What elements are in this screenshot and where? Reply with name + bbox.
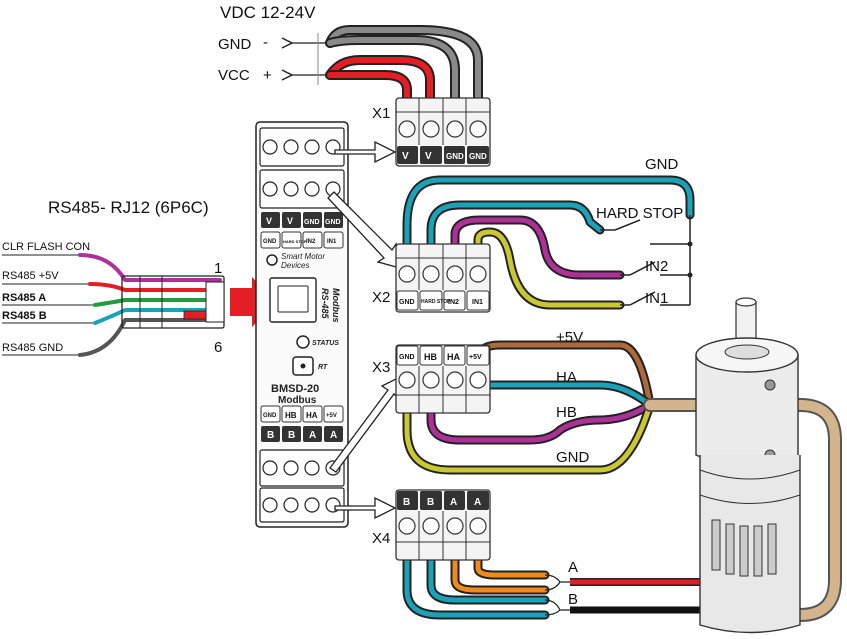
switches: GND HARD STOP IN2 IN1 xyxy=(596,156,693,307)
x1-pin-2: V xyxy=(425,151,432,162)
rs485-line-clr: CLR FLASH CON xyxy=(2,241,90,253)
x3-pin-1: GND xyxy=(399,354,415,361)
x3-pin-2: HB xyxy=(424,352,437,362)
x2-pin-1: GND xyxy=(399,299,415,306)
rs485-line-a: RS485 A xyxy=(2,292,46,304)
hard-stop-switch xyxy=(614,219,641,231)
model-line-1: BMSD-20 xyxy=(271,383,319,395)
device-motor-pin-1: B xyxy=(267,430,274,441)
x3-pin-4: +5V xyxy=(469,354,482,361)
power-wires xyxy=(325,25,483,105)
enc-wire-hb-label: HB xyxy=(556,404,577,421)
x1-pin-3: GND xyxy=(446,152,464,161)
gnd-input-chevron xyxy=(281,37,294,49)
power-vcc-sign: + xyxy=(263,67,272,84)
arrow-to-x1 xyxy=(334,140,397,164)
control-wires xyxy=(402,175,695,310)
enc-wire-gnd-label: GND xyxy=(556,449,590,466)
switch-hard-stop-label: HARD STOP xyxy=(596,205,683,222)
rs485-line-labels: CLR FLASH CON RS485 +5V RS485 A RS485 B … xyxy=(2,241,90,354)
connector-x1: X1 V V GND GND xyxy=(372,97,491,167)
device-top-pin-1: V xyxy=(266,216,272,226)
rs485-line-5v: RS485 +5V xyxy=(2,270,59,282)
brand-logo-icon xyxy=(266,254,278,266)
device-motor-pin-3: A xyxy=(309,430,316,441)
power-gnd-sign: - xyxy=(263,34,268,51)
enc-wire-5v-label: +5V xyxy=(556,329,583,346)
motor-body xyxy=(699,455,801,634)
in1-switch xyxy=(629,291,656,306)
bldc-motor xyxy=(643,297,842,634)
power-vcc-label: VCC xyxy=(218,67,250,84)
switch-gnd-label: GND xyxy=(645,156,679,173)
x3-pin-3: HA xyxy=(447,352,460,362)
status-led-icon xyxy=(296,335,310,349)
brand-line-1: Smart Motor xyxy=(281,252,325,261)
x4-pin-3: A xyxy=(450,497,457,508)
device-top-pin-3: GND xyxy=(304,219,320,226)
device-ctrl-pin-3: IN2 xyxy=(306,239,316,245)
in2-switch xyxy=(629,261,656,276)
device-ctrl-pin-1: GND xyxy=(263,239,277,245)
device-motor-pin-2: B xyxy=(288,430,295,441)
arrow-to-x2 xyxy=(327,191,401,269)
device-bottom-terminals xyxy=(262,460,341,513)
rj12-plug: 1 6 xyxy=(121,260,225,356)
rs485-title: RS485- RJ12 (6P6C) xyxy=(48,198,209,217)
x4-pin-4: A xyxy=(474,497,481,508)
x1-label: X1 xyxy=(372,105,390,122)
device-ctrl-pin-4: IN1 xyxy=(327,239,337,245)
x2-pin-3: IN2 xyxy=(448,299,459,306)
x2-pin-4: IN1 xyxy=(472,299,483,306)
motor-wire-b-label: B xyxy=(568,591,578,608)
switch-in1-label: IN1 xyxy=(645,290,668,307)
device-motor-pin-4: A xyxy=(330,430,337,441)
device-top-pin-4: GND xyxy=(325,219,341,226)
connector-x2: X2 GND HARD STOP IN2 IN1 xyxy=(372,243,491,313)
rs485-line-gnd: RS485 GND xyxy=(2,342,63,354)
device-side-label-2: Modbus xyxy=(331,288,341,323)
connector-x4: X4 B B A A xyxy=(372,489,491,561)
x4-label: X4 xyxy=(372,530,390,547)
rt-label: RT xyxy=(318,364,328,371)
device-ctrl-pin-2: HARD STOP xyxy=(283,239,307,244)
power-title: VDC 12-24V xyxy=(220,3,316,22)
connector-x3: X3 GND HB HA +5V xyxy=(372,344,491,414)
x1-pin-1: V xyxy=(402,151,409,162)
motor-wires: A B xyxy=(402,555,712,620)
x1-pin-4: GND xyxy=(469,152,487,161)
rs485-line-b: RS485 B xyxy=(2,310,47,322)
switch-in2-label: IN2 xyxy=(645,258,668,275)
enc-wire-ha-label: HA xyxy=(556,369,577,386)
device-side-label-1: RS-485 xyxy=(320,288,330,320)
x4-pin-2: B xyxy=(427,497,434,508)
x4-pin-1: B xyxy=(403,497,410,508)
x2-label: X2 xyxy=(372,289,390,306)
device-enc-pin-2: HB xyxy=(285,411,297,420)
motor-wire-a-label: A xyxy=(568,559,578,576)
pointer-arrows xyxy=(327,140,403,520)
brand-line-2: Devices xyxy=(281,261,309,270)
rj12-pin-1: 1 xyxy=(214,260,222,277)
x3-label: X3 xyxy=(372,359,390,376)
device-enc-pin-4: +5V xyxy=(326,413,337,419)
bmsd-20-device: V V GND GND GND HARD STOP IN2 IN1 Smart … xyxy=(255,121,349,528)
device-enc-pin-1: GND xyxy=(263,413,277,419)
model-line-2: Modbus xyxy=(278,395,317,406)
x2-pin-2: HARD STOP xyxy=(421,299,451,305)
rs485-wires xyxy=(2,253,222,357)
status-label: STATUS xyxy=(312,340,339,347)
power-gnd-label: GND xyxy=(218,36,252,53)
arrow-to-x4 xyxy=(334,496,397,520)
device-top-terminals xyxy=(262,139,341,197)
device-enc-pin-3: HA xyxy=(306,411,318,420)
rs485-insert-arrow xyxy=(230,277,276,327)
device-top-pin-2: V xyxy=(287,216,293,226)
vcc-input-chevron xyxy=(281,69,294,81)
rj12-pin-6: 6 xyxy=(214,339,222,356)
